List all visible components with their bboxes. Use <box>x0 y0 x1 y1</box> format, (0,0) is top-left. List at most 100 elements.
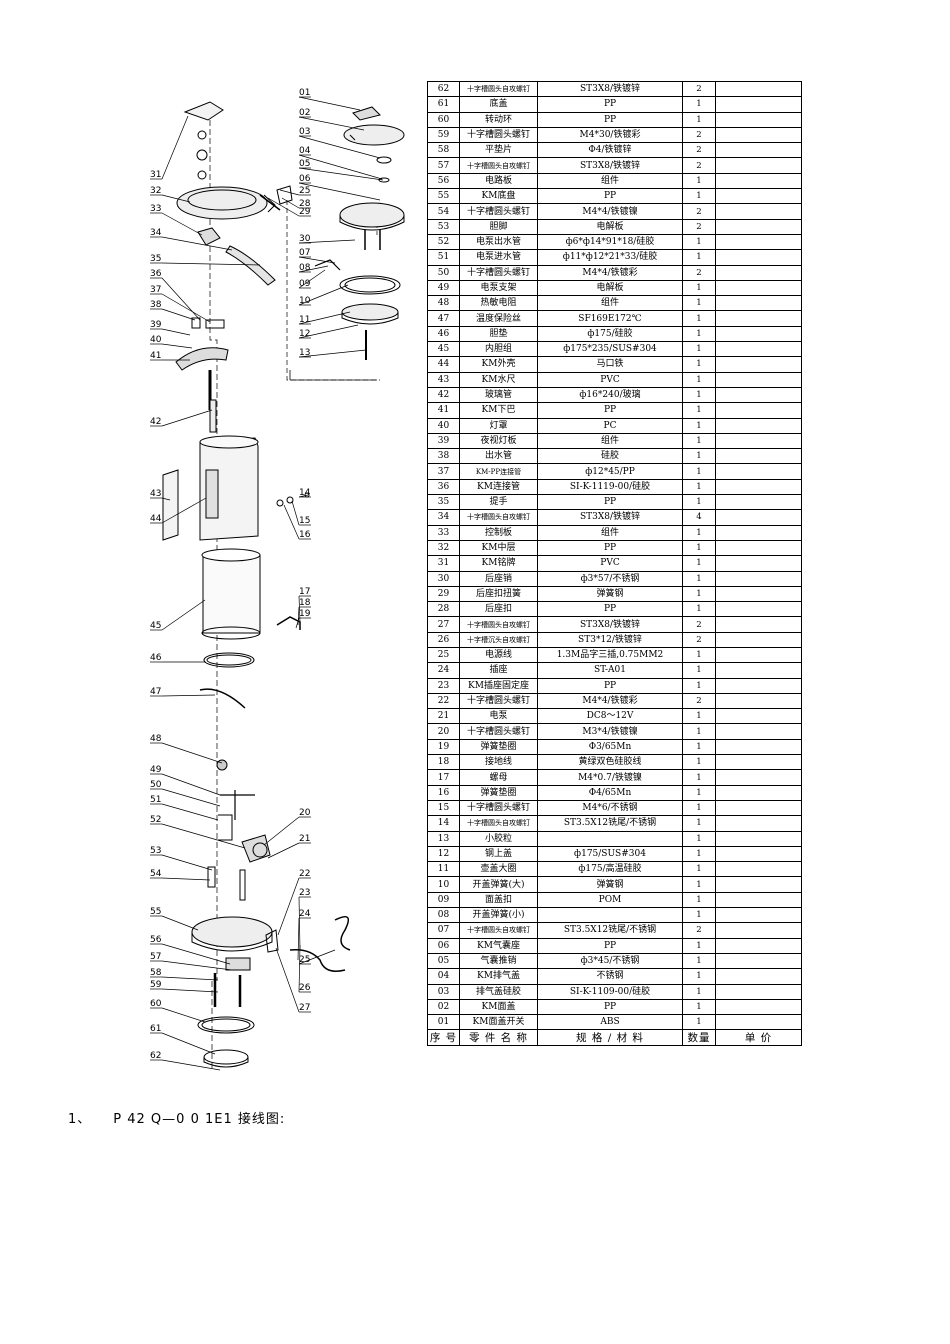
row-seq: 05 <box>427 952 460 970</box>
row-qty: 1 <box>682 539 716 557</box>
row-price <box>715 952 802 970</box>
row-spec: PP <box>537 677 683 694</box>
exploded-view-diagram: 3132333435363738394041424344454647484950… <box>150 88 405 1071</box>
row-price <box>715 371 802 388</box>
row-seq: 25 <box>427 646 460 664</box>
row-part-name: 面盖扣 <box>459 891 538 909</box>
row-part-name: KM插座固定座 <box>459 677 538 694</box>
row-spec: M4*0.7/铁镀镍 <box>537 769 683 786</box>
row-part-name: 开盖弹簧(大) <box>459 876 538 893</box>
callout-label: 23 <box>299 888 310 898</box>
row-qty: 1 <box>682 646 716 664</box>
row-part-name: 弹簧垫圈 <box>459 784 538 801</box>
row-seq: 51 <box>427 249 460 266</box>
row-qty: 1 <box>682 861 716 878</box>
callout-label: 45 <box>150 621 161 631</box>
row-seq: 24 <box>427 662 460 679</box>
row-part-name: 小胶粒 <box>459 830 538 847</box>
row-part-name: 后座扣 <box>459 601 538 618</box>
row-spec: M3*4/铁镀镍 <box>537 723 683 740</box>
row-qty: 1 <box>682 998 716 1016</box>
callout-label: 11 <box>299 315 310 325</box>
row-price <box>715 616 802 633</box>
callout-label: 39 <box>150 320 162 330</box>
row-qty: 1 <box>682 845 716 863</box>
row-spec: ST3X8/铁镀锌 <box>537 616 683 633</box>
row-seq: 11 <box>427 861 460 878</box>
row-price <box>715 907 802 924</box>
callout-label: 61 <box>150 1024 161 1034</box>
callout-leader <box>161 943 231 965</box>
callout-label: 40 <box>150 335 162 345</box>
row-part-name: 底盖 <box>459 96 538 113</box>
callout-label: 05 <box>299 159 310 169</box>
callout-leader <box>161 409 213 427</box>
callout-leader <box>267 197 300 217</box>
callout-leader <box>298 944 301 993</box>
row-price <box>715 402 802 419</box>
row-part-name: 螺母 <box>459 769 538 786</box>
row-price <box>715 157 802 174</box>
callout-label: 32 <box>150 186 161 196</box>
callout-leader <box>298 269 326 289</box>
row-price <box>715 1014 802 1031</box>
row-qty: 1 <box>682 325 716 343</box>
row-part-name: KM连接管 <box>459 478 538 496</box>
callout-leader <box>161 877 211 881</box>
row-qty: 1 <box>682 233 716 251</box>
row-qty: 1 <box>682 249 716 266</box>
row-spec: PP <box>537 494 683 511</box>
callout-label: 18 <box>299 598 311 608</box>
header-qty: 数量 <box>682 1029 716 1046</box>
row-price <box>715 738 802 756</box>
row-price <box>715 845 802 863</box>
row-price <box>715 799 802 817</box>
row-seq: 16 <box>427 784 460 801</box>
callout-label: 30 <box>299 234 311 244</box>
row-part-name: 电泵进水管 <box>459 249 538 266</box>
row-part-name: 十字槽圆头自攻螺钉 <box>459 509 538 526</box>
row-price <box>715 677 802 694</box>
row-spec: SI-K-1119-00/硅胶 <box>537 478 683 496</box>
row-qty: 1 <box>682 448 716 465</box>
callout-leader <box>298 896 301 951</box>
table-header-row: 序 号 零 件 名 称 规 格 / 材 料 数量 单 价 <box>427 1029 802 1046</box>
callout-leader <box>161 599 206 631</box>
row-price <box>715 386 802 404</box>
row-qty: 1 <box>682 968 716 985</box>
row-part-name: 电源线 <box>459 646 538 664</box>
row-seq: 57 <box>427 157 460 174</box>
row-price <box>715 723 802 740</box>
callout-label: 20 <box>299 808 311 818</box>
row-spec: ST3.5X12铣尾/不锈钢 <box>537 922 683 939</box>
callout-label: 46 <box>150 653 162 663</box>
row-part-name: KM底盘 <box>459 188 538 205</box>
row-seq: 22 <box>427 692 460 710</box>
row-spec: M4*4/铁镀彩 <box>537 264 683 281</box>
callout-label: 12 <box>299 329 310 339</box>
callout-label: 31 <box>150 170 161 180</box>
callout-label: 33 <box>150 204 161 214</box>
row-qty: 1 <box>682 188 716 205</box>
callout-leader <box>161 308 196 321</box>
row-part-name: 接地线 <box>459 754 538 771</box>
callout-label: 07 <box>299 248 310 258</box>
row-part-name: 十字槽圆头螺钉 <box>459 723 538 740</box>
